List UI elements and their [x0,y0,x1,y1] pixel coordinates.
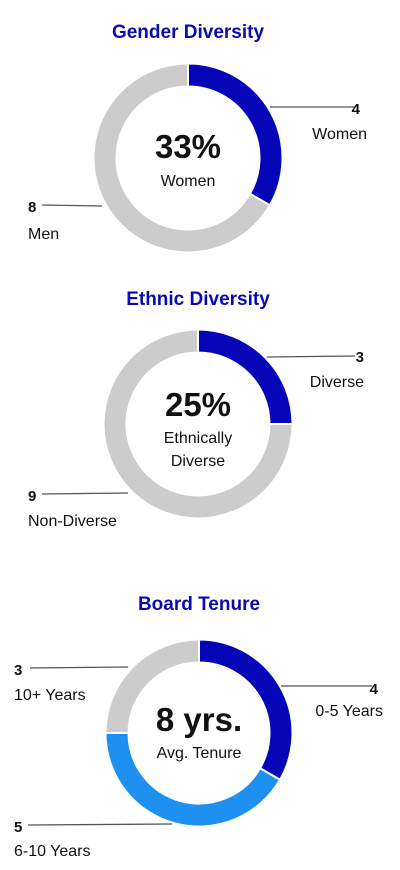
slice-value: 4 [370,681,379,698]
slice-label: Women [312,126,367,143]
center-caption-line-2: Diverse [171,453,225,470]
gender-diversity-chart: Gender Diversity 33% Women 4 Women 8 Men [28,22,367,254]
slice-label: Diverse [310,374,364,391]
center-value: 8 yrs. [156,701,242,738]
chart-title: Ethnic Diversity [126,289,270,310]
donut-slice-men [92,62,272,254]
slice-value: 9 [28,488,36,505]
center-value: 33% [155,128,221,165]
slice-label: 0-5 Years [315,703,383,720]
leader-line [27,823,173,826]
center-caption: Avg. Tenure [157,745,242,762]
leader-line [266,355,356,358]
slice-label: Men [28,226,59,243]
chart-title: Board Tenure [138,594,260,615]
slice-value: 8 [28,199,36,216]
ethnic-diversity-chart: Ethnic Diversity 25% Ethnically Diverse … [28,289,364,530]
chart-title: Gender Diversity [112,22,264,43]
center-caption-line-1: Ethnically [164,430,232,447]
center-caption: Women [161,173,216,190]
slice-label: Non-Diverse [28,513,117,530]
board-tenure-chart: Board Tenure 8 yrs. Avg. Tenure 4 0-5 Ye… [14,594,383,860]
leader-line [41,204,103,207]
donut-slice-10-years [104,638,200,734]
donut-ring [104,638,294,828]
center-value: 25% [165,386,231,423]
leader-line [41,492,129,495]
donut-slice-non-diverse [102,328,294,520]
slice-value: 3 [14,662,22,679]
leader-line [29,666,129,669]
donut-ring [92,62,284,254]
donut-ring [102,328,294,520]
slice-value: 3 [356,349,364,366]
slice-label: 6-10 Years [14,843,91,860]
slice-value: 5 [14,819,22,836]
slice-value: 4 [352,101,361,118]
slice-label: 10+ Years [14,687,86,704]
